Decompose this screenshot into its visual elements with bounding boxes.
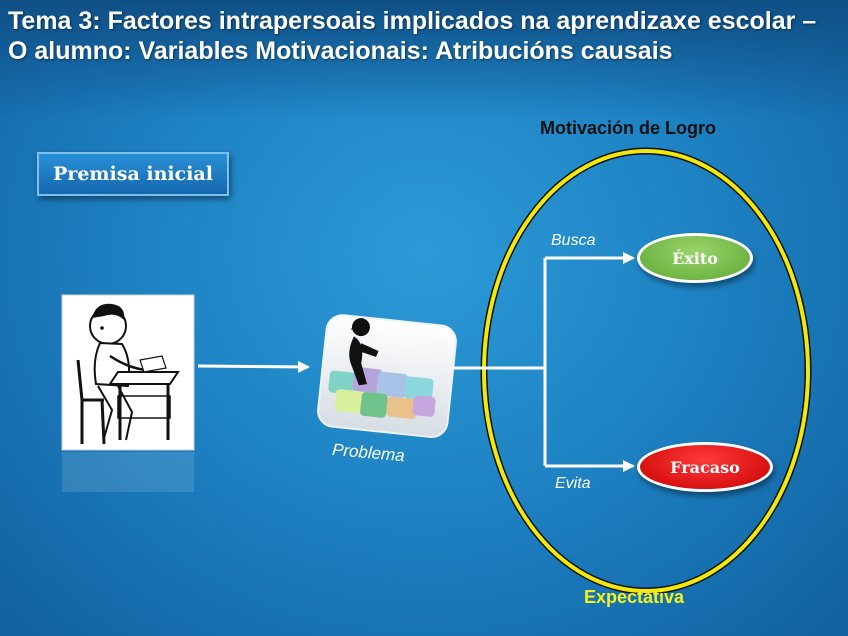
motivation-ellipse bbox=[480, 147, 812, 595]
outcome-success-node: Éxito bbox=[637, 233, 753, 283]
expectation-label: Expectativa bbox=[584, 587, 685, 607]
slide-title: Tema 3: Factores intrapersoais implicado… bbox=[8, 7, 817, 65]
branch-up-label: Busca bbox=[551, 232, 596, 249]
premise-box: Premisa inicial bbox=[37, 152, 229, 196]
student-writing-illustration bbox=[61, 294, 195, 492]
arrow-to-problem bbox=[197, 360, 310, 373]
branch-connector bbox=[452, 258, 547, 466]
puzzle-thinker-illustration bbox=[317, 314, 457, 439]
branch-down-label: Evita bbox=[555, 475, 591, 492]
motivation-label: Motivación de Logro bbox=[540, 118, 717, 138]
outcome-failure-node: Fracaso bbox=[637, 442, 773, 492]
